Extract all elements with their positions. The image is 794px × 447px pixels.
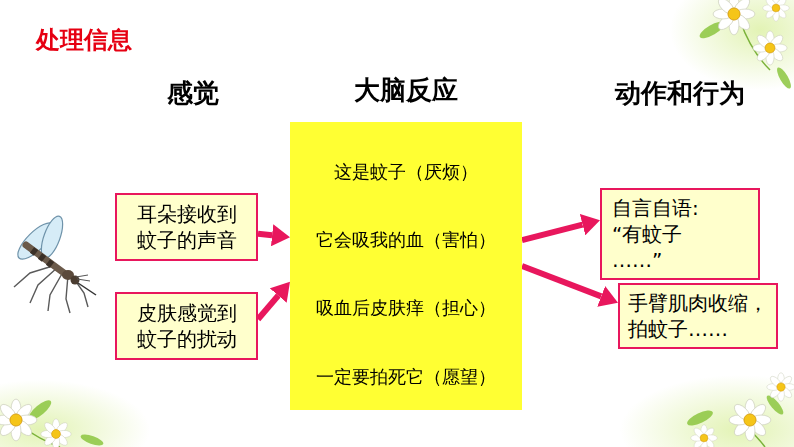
column-header: 动作和行为 (615, 76, 745, 111)
column-header: 感觉 (167, 76, 219, 111)
thought-text: 这是蚊子（厌烦） (286, 160, 526, 183)
mosquito (13, 214, 96, 313)
box-text: 手臂肌肉收缩，拍蚊子…… (628, 290, 769, 342)
stems (20, 20, 770, 447)
process-box: 手臂肌肉收缩，拍蚊子…… (618, 283, 778, 349)
thought-text: 它会吸我的血（害怕） (286, 228, 526, 251)
thought-step: 它会吸我的血（害怕） (286, 228, 526, 251)
flow-arrow (258, 296, 278, 320)
brain-response-box: 大脑反应这是蚊子（厌烦）它会吸我的血（害怕）吸血后皮肤痒（担心）一定要拍死它（愿… (290, 122, 522, 410)
thought-step: 吸血后皮肤痒（担心） (286, 296, 526, 319)
corner-glow (0, 380, 150, 447)
box-text: 耳朵接收到蚊子的声音 (135, 201, 238, 253)
thought-text: 一定要拍死它（愿望） (286, 365, 526, 388)
process-box: 皮肤感觉到蚊子的扰动 (115, 292, 258, 360)
slide-title: 处理信息 (36, 24, 132, 56)
leaves (26, 19, 793, 447)
thought-step: 一定要拍死它（愿望） (286, 365, 526, 388)
flow-arrow (522, 225, 583, 240)
corner-glow (670, 0, 794, 90)
thought-text: 吸血后皮肤痒（担心） (286, 296, 526, 319)
box-text: 自言自语: “有蚊子 ……” (612, 195, 718, 273)
box-text: 皮肤感觉到蚊子的扰动 (135, 300, 238, 352)
flow-arrow (258, 234, 272, 235)
flow-arrow (522, 266, 601, 296)
thought-step: 这是蚊子（厌烦） (286, 160, 526, 183)
process-box: 自言自语: “有蚊子 ……” (600, 188, 760, 280)
process-box: 耳朵接收到蚊子的声音 (115, 193, 258, 261)
box-heading: 大脑反应 (290, 74, 522, 108)
